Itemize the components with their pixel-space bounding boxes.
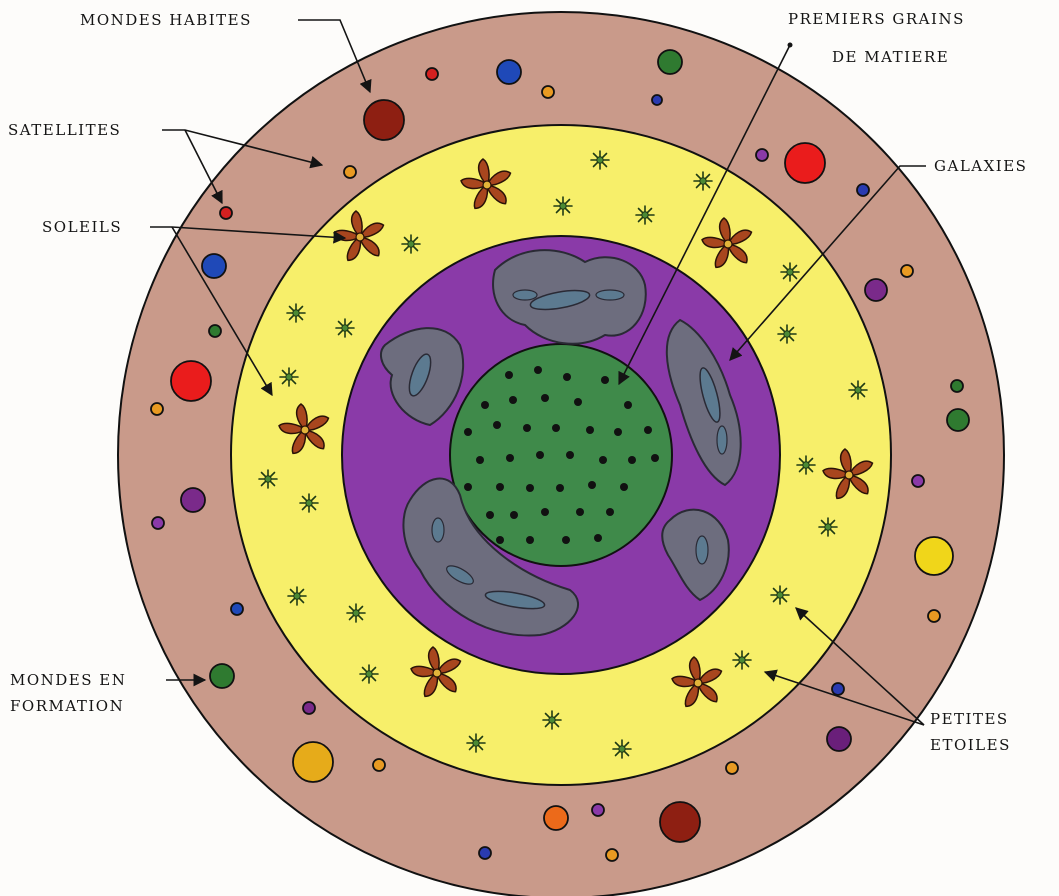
label-petites-etoiles-line1: PETITES [930, 706, 1009, 732]
label-galaxies: GALAXIES [934, 153, 1027, 179]
label-premiers-grains-line1: PREMIERS GRAINS [788, 6, 965, 32]
label-petites-etoiles-line2: ETOILES [930, 732, 1011, 758]
label-premiers-grains-line2: DE MATIERE [832, 44, 949, 70]
label-mondes-en-formation-line1: MONDES EN [10, 667, 126, 693]
label-mondes-habites: MONDES HABITES [80, 7, 252, 33]
label-satellites: SATELLITES [8, 117, 121, 143]
label-soleils: SOLEILS [42, 214, 122, 240]
core [450, 344, 672, 566]
label-mondes-en-formation-line2: FORMATION [10, 693, 124, 719]
